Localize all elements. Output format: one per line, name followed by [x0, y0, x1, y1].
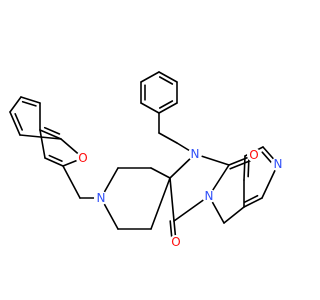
methylene-bond	[223, 206, 245, 224]
carbonyl-oxygen-bottom-atom: O	[169, 235, 183, 249]
benzofuran-double-bond	[21, 100, 37, 107]
phenyl-double-bond	[158, 76, 174, 85]
furan-oxygen-atom: O	[76, 151, 90, 165]
phenyl-bond	[158, 71, 178, 83]
pyridine-nitrogen-label: N	[274, 157, 283, 171]
piperidine-nitrogen-label: N	[97, 191, 106, 205]
benzofuran-bond	[19, 134, 62, 140]
phenyl-bond	[140, 102, 160, 114]
imide-nitrogen-n1-label: N	[191, 147, 200, 161]
furan-bond	[39, 129, 62, 140]
pyridine-double-bond	[261, 151, 274, 165]
molecule-structure-diagram: O N N N O O N	[9, 71, 285, 249]
pyridine-bond	[243, 155, 246, 181]
benzofuran-double-bond	[14, 113, 23, 131]
imide-nitrogen-n1-atom: N	[188, 147, 202, 161]
hydantoin-bond	[173, 195, 210, 222]
furan-oxygen-label: O	[78, 151, 87, 165]
atom-label-layer: O N N N O O N	[76, 147, 285, 249]
furan-bond	[44, 157, 64, 167]
benzofuran-bond	[9, 111, 21, 136]
hydantoin-bond	[169, 177, 175, 222]
furan-double-bond	[48, 154, 63, 162]
imide-nitrogen-n3-label: N	[205, 189, 214, 203]
furan-bond	[39, 129, 46, 159]
piperidine-nitrogen-atom: N	[94, 191, 108, 205]
ethyl-bond	[158, 132, 178, 144]
carbonyl-oxygen-top-label: O	[249, 148, 258, 162]
benzofuran-bond	[9, 96, 22, 113]
phenyl-bond	[158, 102, 178, 114]
imide-nitrogen-n3-atom: N	[202, 189, 216, 203]
benzofuran-double-bond	[43, 126, 61, 135]
pyridine-nitrogen-atom: N	[271, 157, 285, 171]
piperidine-bond	[150, 177, 171, 230]
pyridine-bond	[243, 197, 263, 208]
pyridine-double-bond	[247, 158, 250, 178]
piperidine-bond	[150, 167, 171, 179]
phenyl-bond	[140, 71, 160, 83]
carbonyl-oxygen-bottom-label: O	[171, 235, 180, 249]
benzofuran-bond	[20, 96, 41, 104]
phenyl-double-bond	[158, 100, 174, 109]
methylene-bond	[62, 165, 81, 199]
carbonyl-oxygen-top-atom: O	[247, 148, 261, 162]
pyridine-double-bond	[244, 194, 259, 203]
